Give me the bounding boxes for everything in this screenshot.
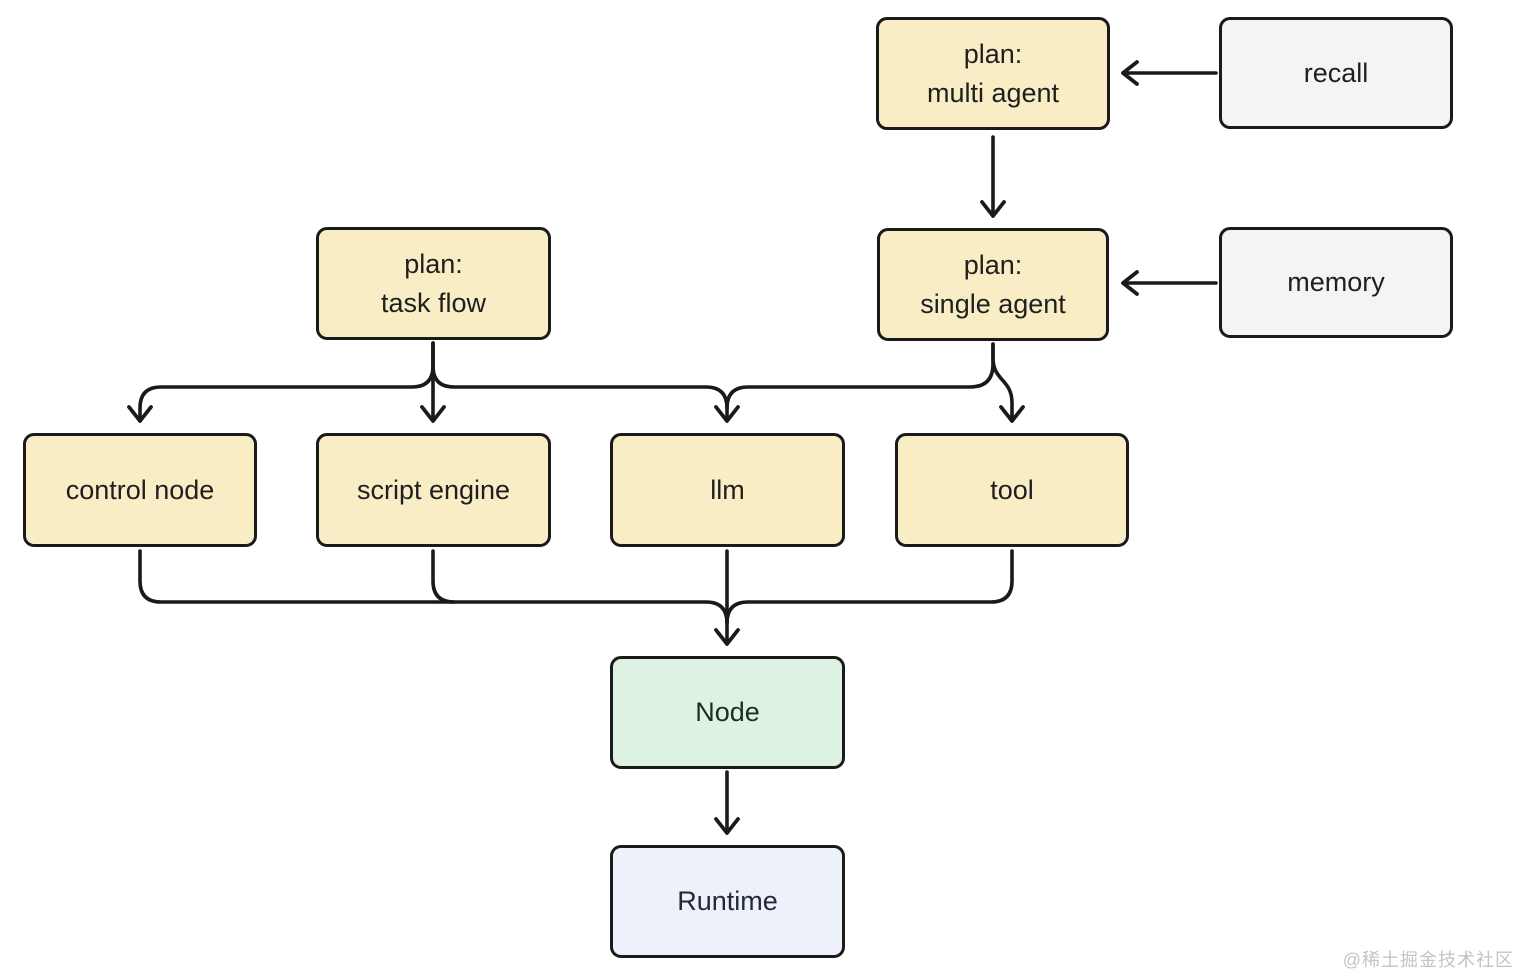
edge-single-to-llm (725, 342, 995, 410)
node-node-label: Node (695, 697, 760, 728)
node-plan-single-agent: plan: single agent (877, 228, 1109, 341)
node-runtime: Runtime (610, 845, 845, 958)
node-llm: llm (610, 433, 845, 547)
node-recall: recall (1219, 17, 1453, 129)
node-memory: memory (1219, 227, 1453, 338)
edge-tool-to-node (725, 549, 1014, 625)
edge-single-to-tool (991, 342, 1025, 423)
node-plan-multi-agent: plan: multi agent (876, 17, 1110, 130)
node-recall-label: recall (1303, 57, 1369, 88)
edge-taskflow-to-control-node (127, 341, 435, 423)
node-control-node-label: control node (65, 474, 215, 505)
node-memory-label: memory (1287, 267, 1385, 298)
edge-script-engine-to-node (431, 549, 456, 604)
watermark: @稀土掘金技术社区 (1342, 950, 1514, 970)
node-runtime-label: Runtime (677, 886, 778, 917)
node-script-engine: script engine (316, 433, 551, 547)
node-plan-single-agent-label: plan: single agent (920, 250, 1066, 319)
edge-control-node-to-node (138, 549, 729, 625)
node-llm-label: llm (710, 474, 745, 505)
node-tool-label: tool (990, 474, 1034, 505)
node-plan-task-flow-label: plan: task flow (380, 249, 487, 318)
node-node: Node (610, 656, 845, 769)
node-plan-multi-agent-label: plan: multi agent (926, 39, 1060, 108)
node-tool: tool (895, 433, 1129, 547)
edge-taskflow-to-llm (431, 341, 740, 423)
node-script-engine-label: script engine (356, 474, 511, 505)
node-plan-task-flow: plan: task flow (316, 227, 551, 340)
node-control-node: control node (23, 433, 257, 547)
